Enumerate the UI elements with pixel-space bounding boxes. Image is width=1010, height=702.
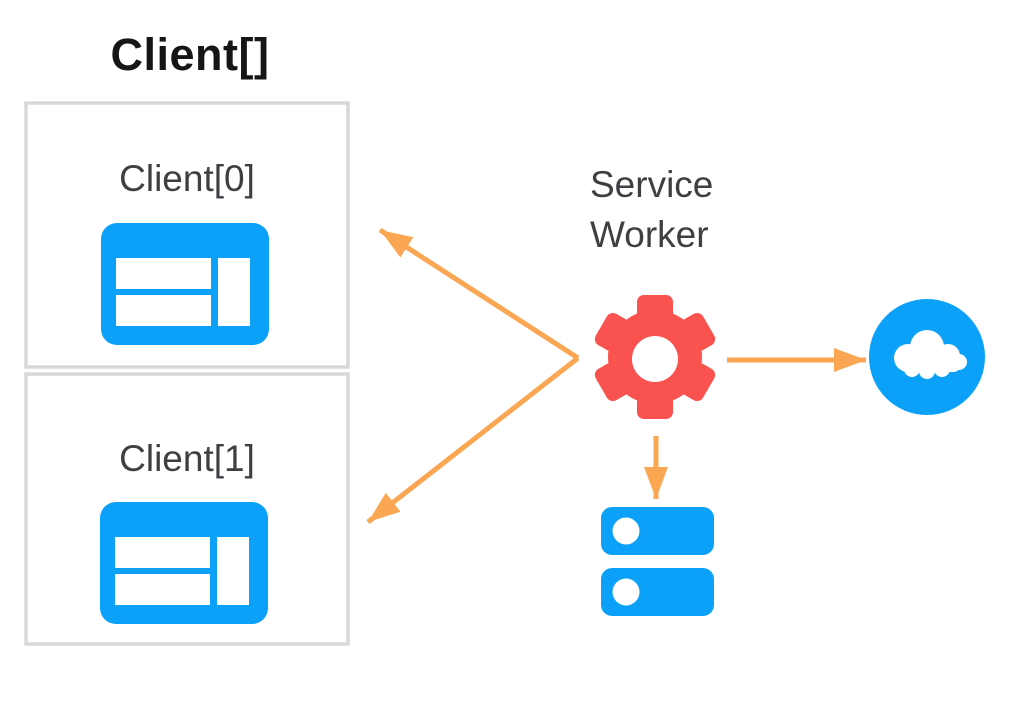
client-1-label: Client[1] <box>119 438 255 479</box>
client-0-box <box>24 101 350 369</box>
client-array-title: Client[] <box>111 29 270 80</box>
gear-icon <box>594 295 716 419</box>
service-worker-label-line2: Worker <box>590 214 709 255</box>
client-0-label: Client[0] <box>119 158 255 199</box>
browser-window-icon <box>100 502 268 624</box>
storage-database-icon <box>601 507 714 616</box>
service-worker-label-line1: Service <box>590 164 713 205</box>
arrow-to-client-1 <box>366 356 580 524</box>
browser-window-icon <box>101 223 269 345</box>
service-worker-label: Service Worker <box>590 164 713 255</box>
client-1-box <box>24 372 350 646</box>
cloud-icon <box>869 299 985 415</box>
arrow-to-client-0 <box>378 227 580 361</box>
